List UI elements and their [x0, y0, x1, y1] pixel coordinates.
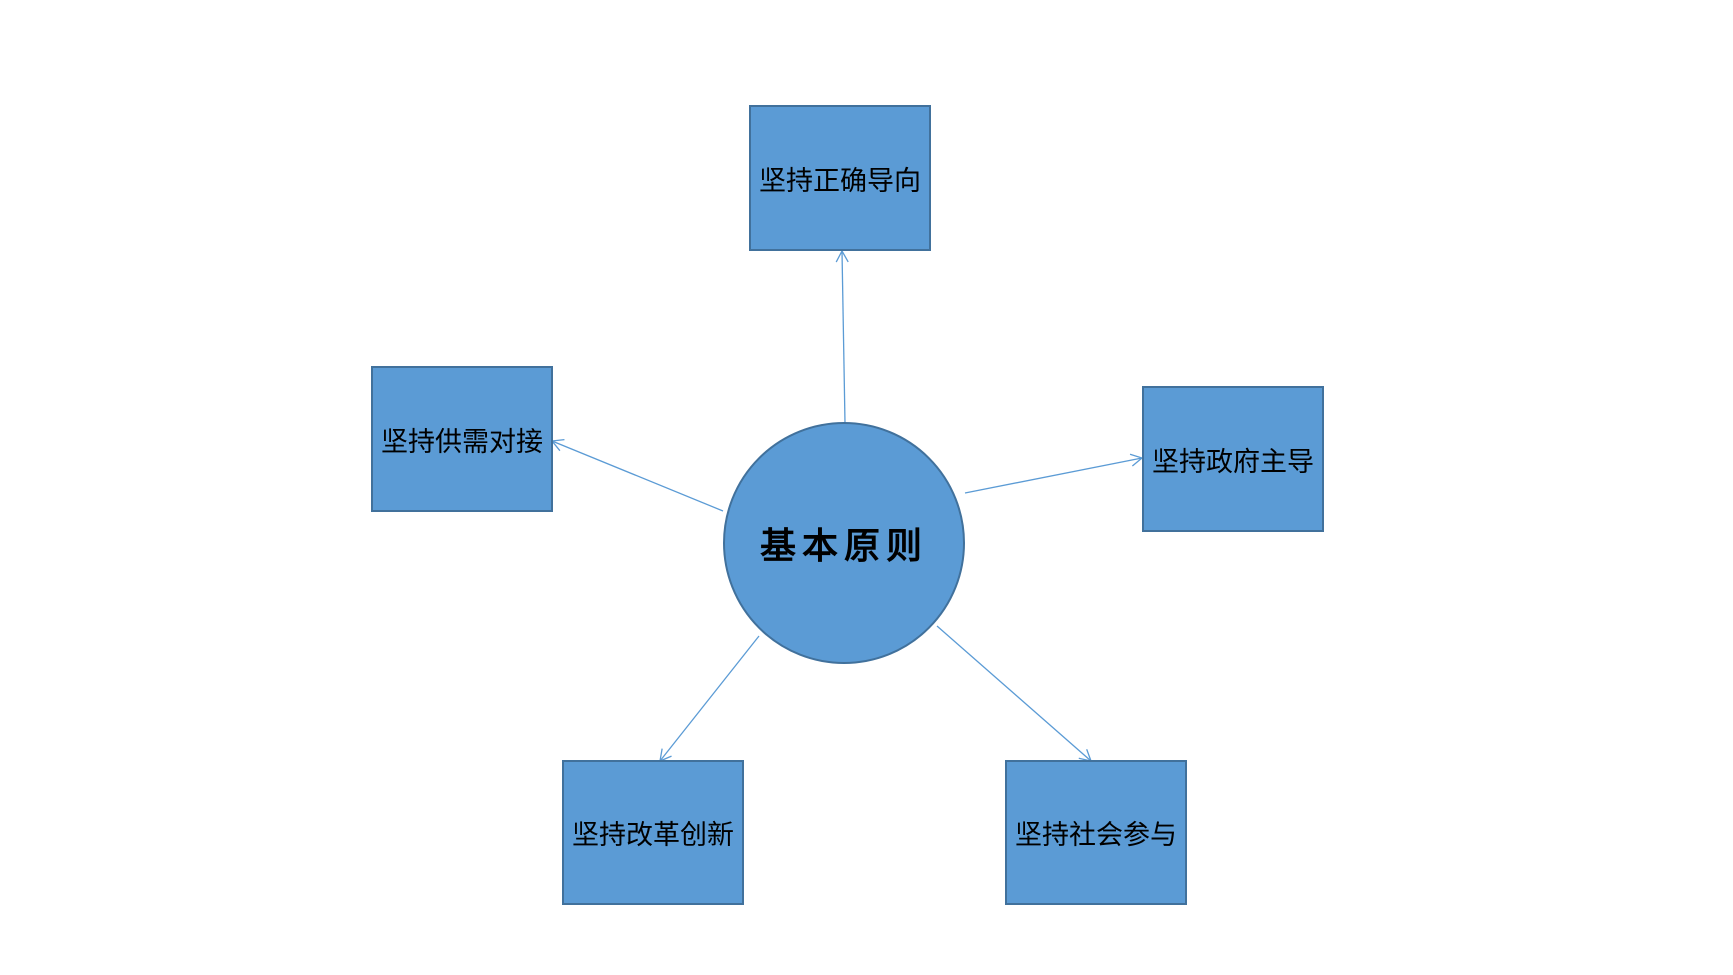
node-top-label: 坚持正确导向: [759, 165, 921, 197]
node-bottom-left-label: 坚持改革创新: [572, 820, 734, 851]
arrow-to-bottom-right: [936, 625, 1093, 762]
node-bottom-right-label: 坚持社会参与: [1015, 820, 1177, 851]
node-left-label: 坚持供需对接: [381, 426, 543, 458]
node-left: 坚持供需对接: [371, 366, 553, 512]
arrow-to-bottom-left: [659, 635, 760, 763]
node-bottom-right: 坚持社会参与: [1005, 760, 1187, 905]
arrow-to-left: [550, 438, 724, 512]
node-right-label: 坚持政府主导: [1152, 446, 1314, 478]
node-right: 坚持政府主导: [1142, 386, 1324, 532]
center-node: 基本原则: [723, 422, 965, 664]
arrow-to-right: [964, 453, 1144, 494]
center-label: 基本原则: [759, 525, 928, 567]
node-top: 坚持正确导向: [749, 105, 931, 251]
arrow-to-top: [835, 249, 849, 424]
node-bottom-left: 坚持改革创新: [562, 760, 744, 905]
